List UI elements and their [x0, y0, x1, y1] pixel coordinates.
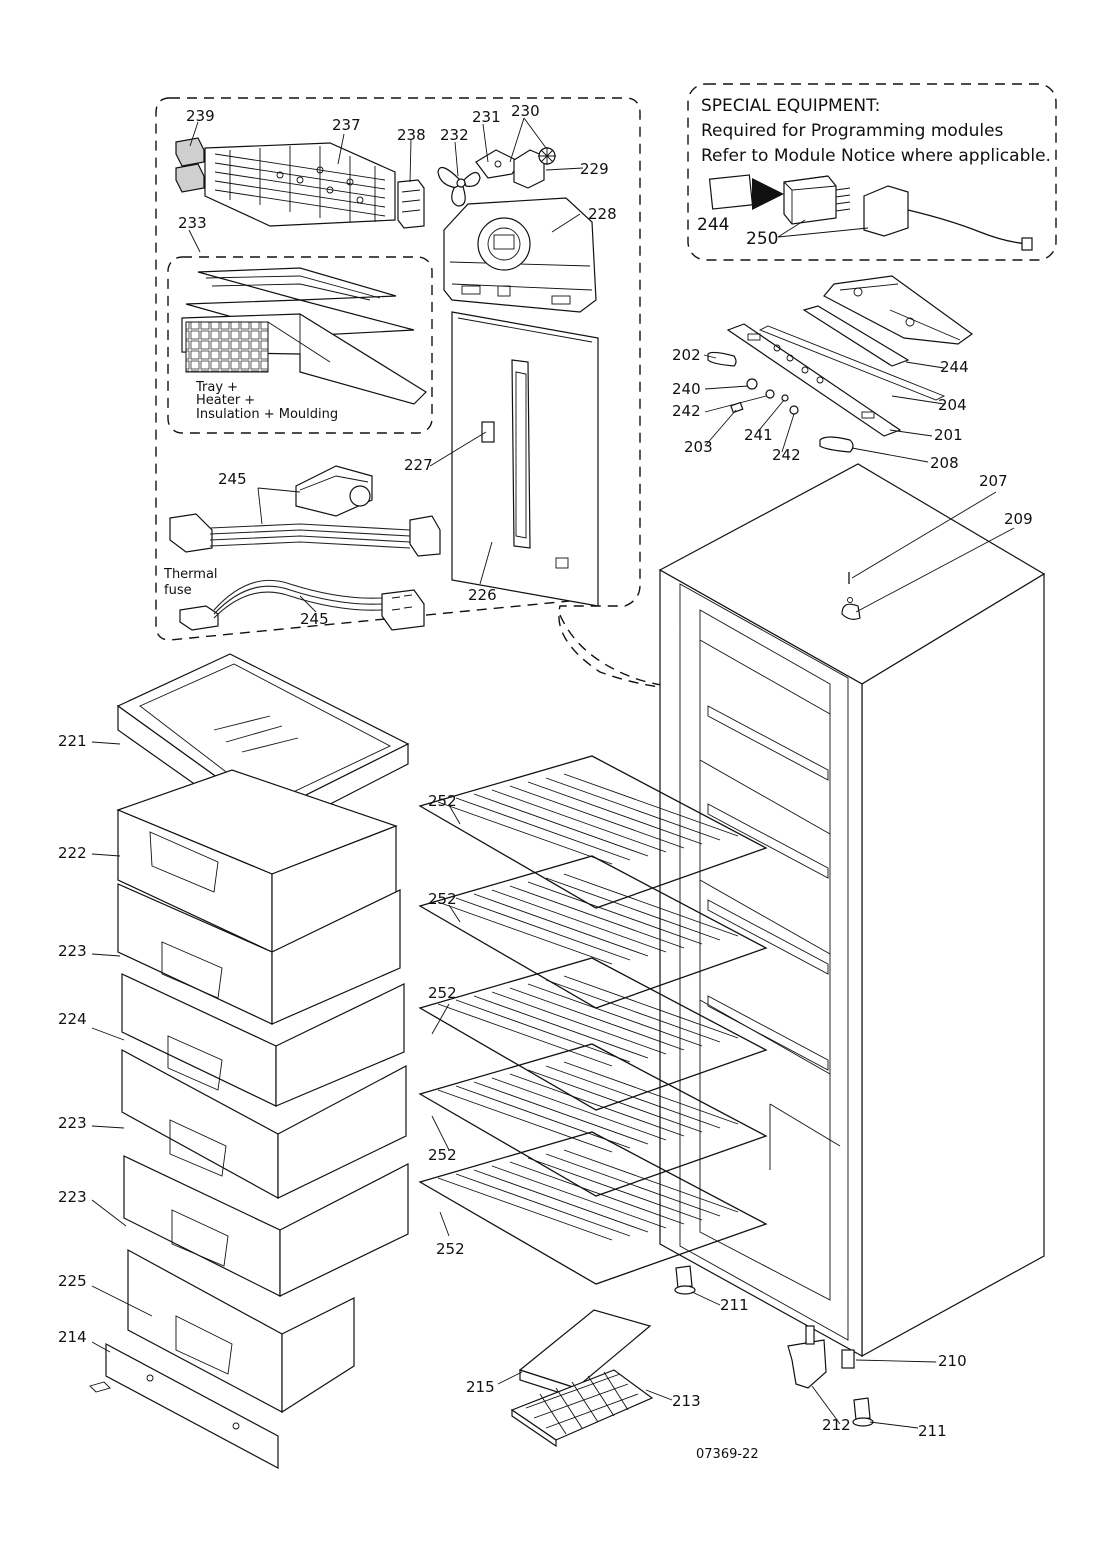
special-equipment-title: SPECIAL EQUIPMENT:	[701, 96, 880, 116]
drawer-222	[116, 769, 398, 953]
end-cap-202	[707, 351, 737, 367]
wire-shelf-5	[418, 1131, 768, 1285]
thermal-note-line2: fuse	[164, 583, 192, 598]
control-module-244	[823, 275, 974, 345]
wire-shelf-1	[418, 755, 768, 909]
label-209: 209	[1004, 510, 1033, 528]
label-231: 231	[472, 108, 501, 126]
drawer-223-mid	[121, 1048, 407, 1200]
cabinet-body	[658, 463, 1046, 1358]
special-equipment-line2: Refer to Module Notice where applicable.	[701, 146, 1051, 166]
label-225: 225	[58, 1272, 87, 1290]
label-252-1: 252	[428, 792, 457, 810]
part-labels: 239 237 238 232 231 230 229 228 233 227 …	[58, 102, 1033, 1462]
ice-cube-tray-213	[510, 1369, 654, 1448]
label-211-rear: 211	[918, 1422, 947, 1440]
bracket-238	[397, 179, 425, 229]
label-237: 237	[332, 116, 361, 134]
hinge-212	[787, 1339, 827, 1389]
thermal-note-line1: Thermal	[163, 567, 218, 582]
label-221: 221	[58, 732, 87, 750]
wire-shelf-4	[418, 1043, 768, 1197]
label-250: 250	[746, 229, 778, 249]
label-244-special: 244	[697, 215, 729, 235]
special-equipment-line1: Required for Programming modules	[701, 121, 1004, 141]
label-229: 229	[580, 160, 609, 178]
sensor-clip-227	[481, 421, 495, 443]
thermal-fuse-harness-245	[179, 579, 425, 631]
label-244-control: 244	[940, 358, 969, 376]
label-245-heater: 245	[218, 470, 247, 488]
evaporator-cover-226	[451, 311, 599, 607]
heater-element-245	[169, 465, 441, 557]
label-201: 201	[934, 426, 963, 444]
fan-motor-229	[513, 147, 556, 189]
knob-parts-240-241-242	[730, 378, 799, 415]
drain-tray-assembly-233	[181, 267, 427, 405]
label-252-3: 252	[428, 984, 457, 1002]
hinge-cover-209	[841, 603, 861, 620]
label-238: 238	[397, 126, 426, 144]
hinge-pin-210	[841, 1349, 855, 1369]
label-252-5: 252	[436, 1240, 465, 1258]
label-224: 224	[58, 1010, 87, 1028]
wire-shelf-3	[418, 957, 768, 1111]
label-241: 241	[744, 426, 773, 444]
label-223-mid: 223	[58, 1114, 87, 1132]
label-242-right: 242	[772, 446, 801, 464]
label-245-fuse: 245	[300, 610, 329, 628]
label-211-front: 211	[720, 1296, 749, 1314]
label-212: 212	[822, 1416, 851, 1434]
evaporator-237	[204, 142, 396, 227]
fan-shroud-228	[443, 197, 597, 313]
drawer-223-low	[123, 1155, 409, 1297]
label-207: 207	[979, 472, 1008, 490]
label-242-left: 242	[672, 402, 701, 420]
label-232: 232	[440, 126, 469, 144]
label-213: 213	[672, 1392, 701, 1410]
drawer-223-top	[117, 883, 401, 1025]
label-239: 239	[186, 107, 215, 125]
label-252-4: 252	[428, 1146, 457, 1164]
tray-note-line3: Insulation + Moulding	[196, 407, 338, 422]
label-228: 228	[588, 205, 617, 223]
control-housing-201	[726, 323, 902, 437]
label-202: 202	[672, 346, 701, 364]
label-227: 227	[404, 456, 433, 474]
label-252-2: 252	[428, 890, 457, 908]
fan-blade-232	[437, 166, 481, 207]
programmer-plug	[863, 185, 909, 237]
label-226: 226	[468, 586, 497, 604]
leader-lines	[91, 117, 1015, 1429]
end-block-239	[175, 137, 205, 193]
end-cap-208	[819, 436, 854, 453]
tray-subgroup-outline	[167, 256, 433, 434]
tray-note-line2: Heater +	[196, 393, 255, 408]
special-equipment-box: SPECIAL EQUIPMENT: Required for Programm…	[697, 96, 1051, 251]
cabinet-feet	[674, 1265, 874, 1427]
label-204: 204	[938, 396, 967, 414]
light-diffuser-204	[758, 325, 946, 401]
label-214: 214	[58, 1328, 87, 1346]
label-203: 203	[684, 438, 713, 456]
drawer-224	[121, 973, 405, 1107]
special-equipment-outline	[687, 83, 1057, 261]
label-230: 230	[511, 102, 540, 120]
module-card-244	[708, 174, 754, 210]
label-233: 233	[178, 214, 207, 232]
label-210: 210	[938, 1352, 967, 1370]
tray-note-line1: Tray +	[195, 380, 238, 395]
label-208: 208	[930, 454, 959, 472]
label-222: 222	[58, 844, 87, 862]
wire-shelves-252	[418, 755, 768, 1285]
drawer-225	[127, 1248, 355, 1414]
pcb-board-244	[802, 305, 910, 367]
label-223-low: 223	[58, 1188, 87, 1206]
kickplate-214	[89, 1342, 279, 1470]
drawing-number: 07369-22	[696, 1447, 759, 1462]
label-215: 215	[466, 1378, 495, 1396]
label-223-top: 223	[58, 942, 87, 960]
label-240: 240	[672, 380, 701, 398]
